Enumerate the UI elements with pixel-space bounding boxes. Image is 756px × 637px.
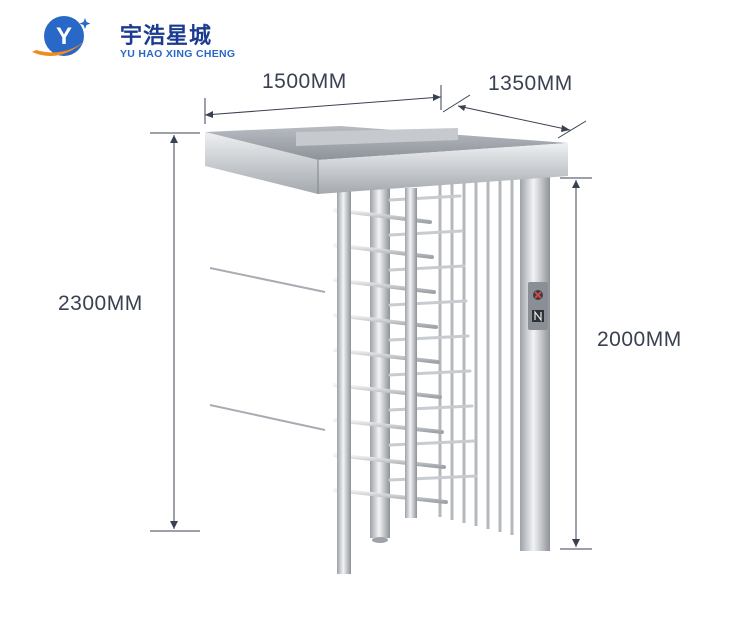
right-side-bars bbox=[530, 345, 544, 548]
rotor-arms bbox=[333, 208, 448, 504]
rotor-foot bbox=[372, 537, 388, 543]
inner-post bbox=[405, 188, 417, 518]
card-reader-icon bbox=[532, 310, 544, 322]
right-column bbox=[520, 176, 550, 551]
total-height-dimension-label: 2300MM bbox=[58, 292, 143, 315]
depth-dimension-label: 1350MM bbox=[488, 72, 573, 95]
stop-indicator-icon bbox=[533, 290, 543, 300]
passage-height-dimension-label: 2000MM bbox=[597, 328, 682, 351]
logo-letter: Y bbox=[56, 23, 72, 50]
width-dimension-label: 1500MM bbox=[262, 70, 347, 93]
dimension-lines bbox=[150, 85, 592, 550]
top-canopy bbox=[205, 126, 568, 194]
brand-name-chinese: 宇浩星城 bbox=[120, 24, 213, 49]
rotor-arms-back bbox=[388, 194, 478, 482]
left-side-rails bbox=[209, 267, 326, 431]
rotor-post bbox=[370, 188, 390, 538]
brand-logo: Y 宇浩星城 YU HAO XING CHENG bbox=[30, 12, 250, 64]
dimension-arrows bbox=[170, 94, 580, 547]
logo-mark-icon: Y bbox=[32, 16, 90, 56]
left-side-bars bbox=[212, 170, 314, 572]
brand-name-english: YU HAO XING CHENG bbox=[120, 48, 236, 60]
back-side-bars bbox=[438, 179, 514, 535]
front-left-post bbox=[337, 190, 351, 574]
control-panel bbox=[528, 282, 548, 330]
